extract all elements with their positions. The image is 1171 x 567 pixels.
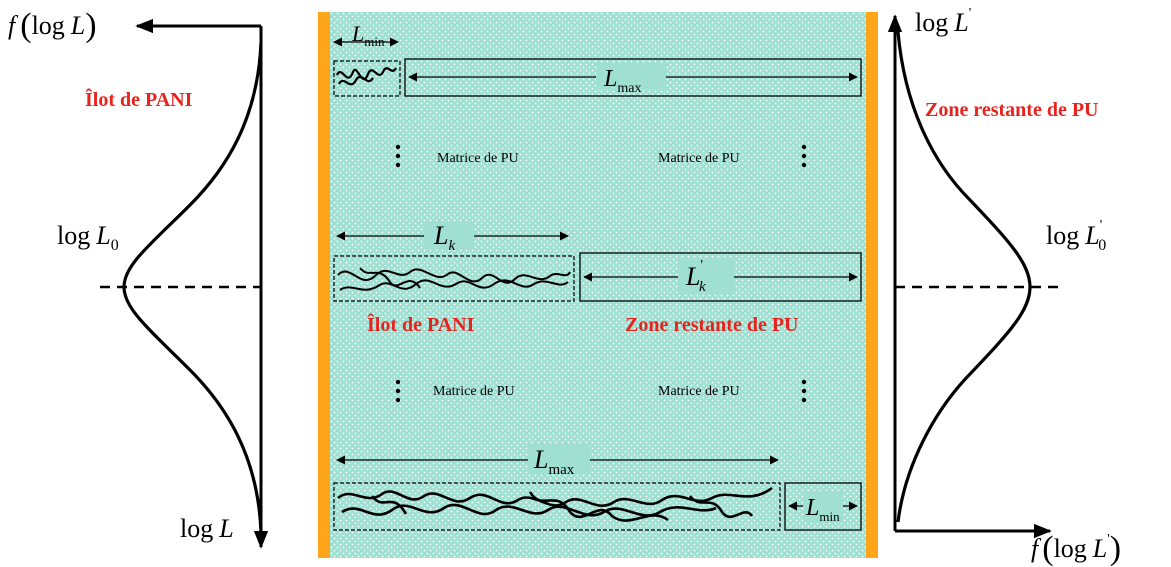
row1-pani-chain — [335, 67, 397, 86]
row3-pani-island-box — [333, 482, 781, 531]
matrix-label-upper-right: Matrice de PU — [658, 151, 740, 166]
row2-pani-chain — [337, 267, 571, 291]
row3-lmax-label: Lmax — [533, 445, 575, 478]
row2-pani-island-box — [333, 255, 575, 302]
left-island-label: Îlot de PANI — [85, 87, 193, 111]
vertical-ellipsis-icon — [395, 144, 401, 168]
matrix-label-upper-left: Matrice de PU — [437, 151, 519, 166]
row2-zone-label: Zone restante de PU — [625, 314, 799, 336]
row3-pani-chain — [337, 486, 773, 522]
row-max-island: Lmax Lmin — [333, 444, 862, 531]
row2-island-label: Îlot de PANI — [367, 312, 475, 336]
upper-matrix-labels: Matrice de PU Matrice de PU — [395, 144, 807, 168]
right-gaussian-curve — [896, 31, 1032, 523]
row3-lmin-label: Lmin — [805, 495, 840, 524]
pu-matrix-sample — [318, 12, 878, 558]
left-electrode — [318, 12, 330, 558]
row3-pu-zone-box — [784, 482, 862, 531]
row1-pani-island-box — [333, 60, 401, 97]
vertical-ellipsis-icon — [801, 379, 807, 403]
row2-lk-label: Lk — [433, 221, 455, 254]
right-electrode — [866, 12, 878, 558]
row1-pu-zone-box — [404, 58, 862, 97]
row2-pu-zone-box — [579, 252, 862, 302]
row-min-island: Lmin Lmax — [333, 21, 862, 97]
lower-matrix-labels: Matrice de PU Matrice de PU — [395, 379, 807, 403]
pu-matrix-background — [330, 12, 866, 558]
row2-lkprime-label: L'k — [685, 258, 706, 295]
vertical-ellipsis-icon — [395, 379, 401, 403]
vertical-ellipsis-icon — [801, 144, 807, 168]
right-zone-label: Zone restante de PU — [925, 99, 1099, 121]
row1-lmax-label: Lmax — [603, 66, 641, 96]
row-k-island: Lk L'k Îlot de PANI Zone restante de PU — [333, 221, 862, 336]
matrix-label-lower-left: Matrice de PU — [433, 384, 515, 399]
matrix-label-lower-right: Matrice de PU — [658, 384, 740, 399]
